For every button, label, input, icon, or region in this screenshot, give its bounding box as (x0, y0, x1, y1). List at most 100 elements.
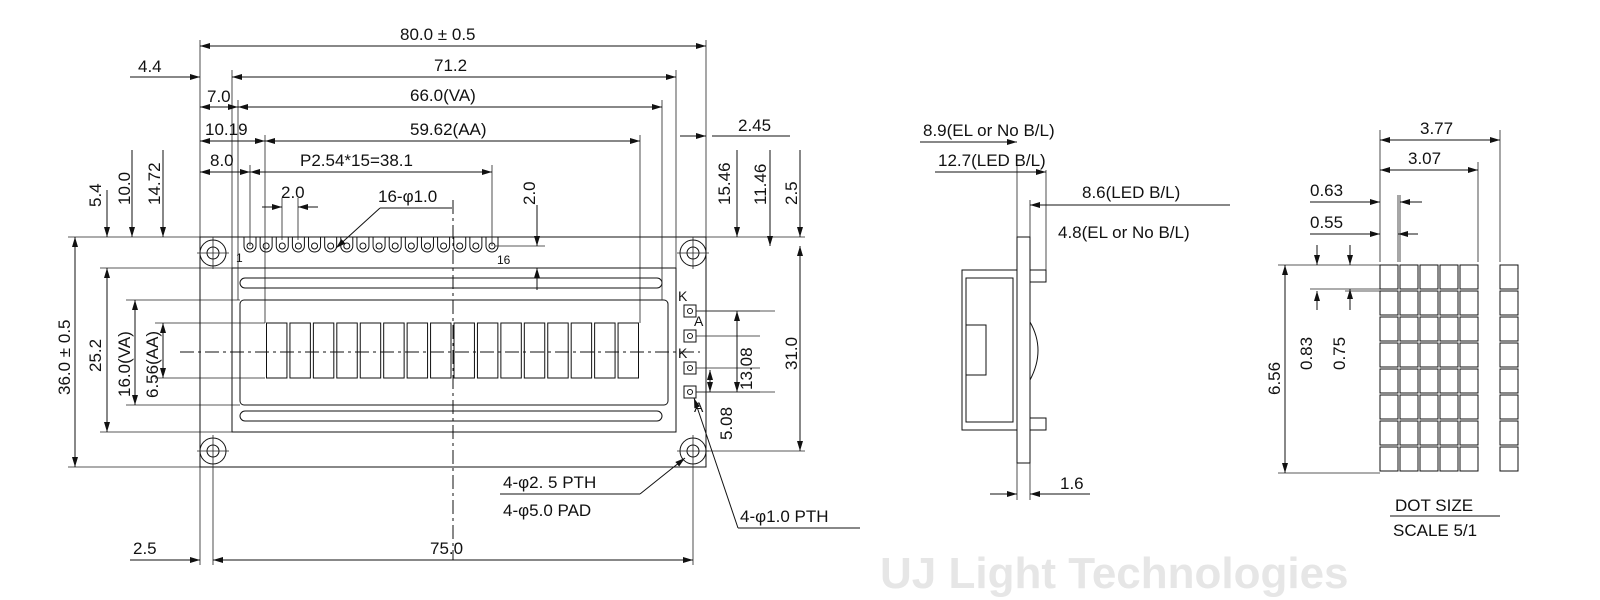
character-block (453, 322, 475, 379)
dim-overall-width: 80.0 ± 0.5 (400, 25, 476, 44)
dot (1499, 264, 1519, 290)
dot (1439, 290, 1459, 316)
pin-hole (359, 242, 367, 250)
dot (1499, 420, 1519, 446)
dim-15-46: 15.46 (715, 162, 734, 205)
dim-11-46: 11.46 (751, 164, 770, 205)
backlight-label: K (678, 345, 688, 361)
pin-pad (356, 237, 370, 253)
pin-pad (372, 237, 386, 253)
pin-hole (311, 242, 319, 250)
dot (1379, 264, 1399, 290)
dim-5-4: 5.4 (86, 183, 105, 207)
pin-pad (485, 237, 499, 253)
dot (1399, 316, 1419, 342)
dim-led-8-6: 8.6(LED B/L) (1082, 183, 1180, 202)
dot-caption-size: DOT SIZE (1395, 496, 1473, 515)
dot (1499, 342, 1519, 368)
pin-pad (243, 237, 257, 253)
pin-pad (259, 237, 273, 253)
dim-10-0: 10.0 (115, 172, 134, 205)
dot (1379, 368, 1399, 394)
pin-hole (327, 242, 335, 250)
character-block (594, 322, 616, 379)
pin-pad (469, 237, 483, 253)
dot (1379, 316, 1399, 342)
dim-2-45: 2.45 (738, 116, 771, 135)
backlight-hole (687, 389, 693, 395)
character-block (430, 322, 452, 379)
dim-4-4: 4.4 (138, 57, 162, 76)
dot (1379, 420, 1399, 446)
pin-pad (275, 237, 289, 253)
pin-pad (404, 237, 418, 253)
note-mount-pad: 4-φ5.0 PAD (503, 501, 591, 520)
dot (1459, 290, 1479, 316)
side-view: 8.9(EL or No B/L) 12.7(LED B/L) 8.6(LED … (920, 121, 1230, 500)
dot (1439, 316, 1459, 342)
dim-14-72: 14.72 (145, 162, 164, 205)
top-dimensions: 80.0 ± 0.5 71.2 4.4 66.0(VA) 7.0 59.62(A… (130, 25, 790, 323)
dim-8-0: 8.0 (210, 151, 234, 170)
dot (1379, 394, 1399, 420)
dim-0-83: 0.83 (1297, 337, 1316, 370)
dot (1399, 420, 1419, 446)
dot (1459, 316, 1479, 342)
backlight-pad (683, 329, 697, 343)
dot (1499, 368, 1519, 394)
dim-va-width: 66.0(VA) (410, 86, 476, 105)
pin-hole (440, 242, 448, 250)
dim-overall-height: 36.0 ± 0.5 (55, 320, 74, 396)
dim-el-thickness: 8.9(EL or No B/L) (923, 121, 1055, 140)
dot (1399, 394, 1419, 420)
dim-0-55: 0.55 (1310, 213, 1343, 232)
dim-2-5-bottom: 2.5 (133, 539, 157, 558)
dot (1399, 368, 1419, 394)
pin-1-label: 1 (236, 251, 243, 265)
pin-hole (294, 242, 302, 250)
dim-el-4-8: 4.8(EL or No B/L) (1058, 223, 1190, 242)
dot (1459, 368, 1479, 394)
character-block (476, 322, 499, 379)
dim-71-2: 71.2 (434, 56, 467, 75)
right-dimensions: 15.46 11.46 2.5 31.0 13.08 5.08 (696, 150, 805, 452)
pin-pad (340, 237, 354, 253)
character-block (383, 322, 405, 379)
bottom-slot (239, 410, 663, 422)
dim-3-77: 3.77 (1420, 119, 1453, 138)
dim-5-08: 5.08 (717, 407, 736, 440)
dot (1419, 420, 1439, 446)
pin-pad (308, 237, 322, 253)
pin-pad (388, 237, 402, 253)
backlight-label: K (678, 288, 688, 304)
pin-hole (456, 242, 464, 250)
dot (1499, 446, 1519, 472)
dot (1439, 446, 1459, 472)
dot (1499, 290, 1519, 316)
dim-va-height: 16.0(VA) (115, 331, 134, 397)
dot (1379, 342, 1399, 368)
dot (1439, 342, 1459, 368)
top-slot (239, 277, 663, 289)
pin-pad (453, 237, 467, 253)
dim-31-0: 31.0 (782, 337, 801, 370)
character-block (406, 322, 429, 379)
character-block (359, 322, 382, 379)
dot (1399, 290, 1419, 316)
dot (1499, 316, 1519, 342)
dim-aa-width: 59.62(AA) (410, 120, 487, 139)
dot-view: 3.77 3.07 0.63 0.55 6.56 0.83 0.75 DOT S… (1265, 119, 1519, 540)
dot (1439, 394, 1459, 420)
note-pin-holes: 16-φ1.0 (378, 187, 437, 206)
dim-0-63: 0.63 (1310, 181, 1343, 200)
pin-hole (262, 242, 270, 250)
dim-3-07: 3.07 (1408, 149, 1441, 168)
dim-2-5-right: 2.5 (782, 181, 801, 205)
dot (1459, 446, 1479, 472)
dot (1439, 264, 1459, 290)
dot (1379, 446, 1399, 472)
pin-pad (324, 237, 338, 253)
note-mount-pth: 4-φ2. 5 PTH (503, 473, 596, 492)
dot (1499, 394, 1519, 420)
